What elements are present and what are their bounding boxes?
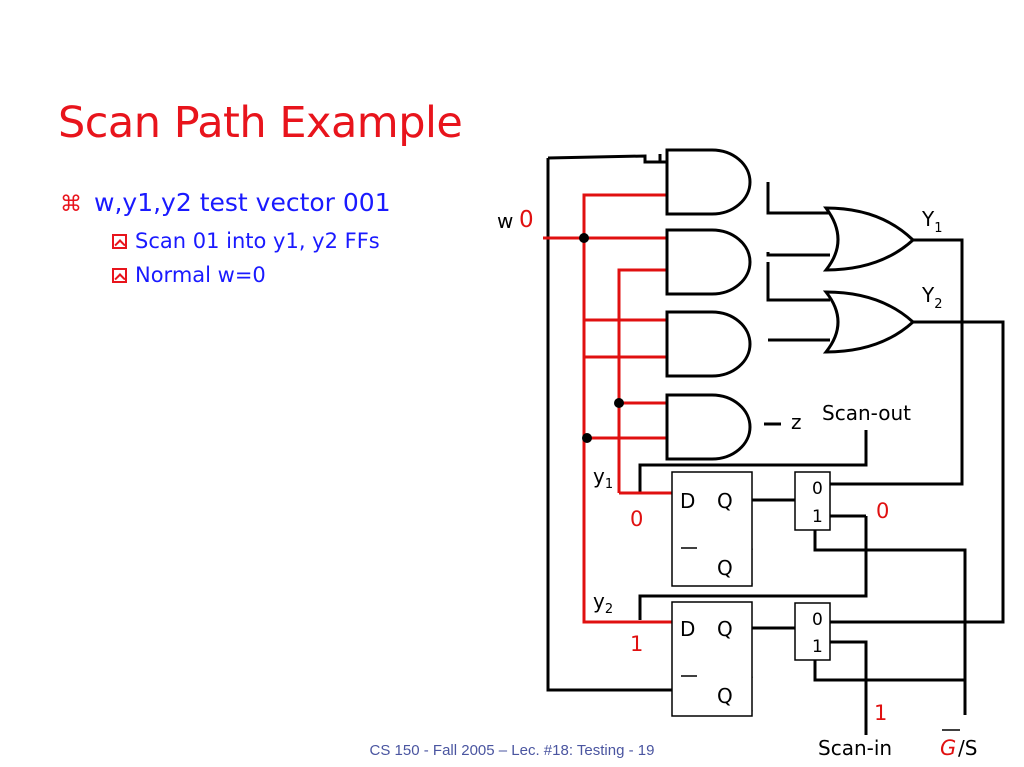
mux1-in0-label: 0: [812, 479, 823, 499]
junction-dot: [579, 233, 589, 243]
ff1-q-label: Q: [717, 489, 733, 513]
checkbox-bullet-icon: [112, 268, 127, 283]
slide-footer: CS 150 - Fall 2005 – Lec. #18: Testing -…: [369, 742, 655, 759]
junction-dot: [614, 398, 624, 408]
control-g-label: G: [940, 736, 956, 760]
black-wires: [546, 154, 1005, 735]
input-w-value: 0: [519, 207, 534, 233]
ff1-d-label: D: [680, 489, 695, 513]
ff2-q-label: Q: [717, 617, 733, 641]
flip-flop-y1: [671, 471, 753, 587]
input-w-label: w: [497, 209, 513, 233]
control-s-label: /S: [958, 736, 977, 760]
ff2-value: 1: [630, 632, 643, 656]
sub-bullet-normal-text: Normal w=0: [135, 263, 266, 287]
sub-bullet-scan: Scan 01 into y1, y2 FFs: [112, 229, 380, 253]
red-wires: [543, 193, 672, 624]
ff1-value: 0: [630, 507, 643, 531]
mux1-in1-label: 1: [812, 507, 823, 527]
ff1-input-label: y1: [593, 464, 613, 492]
output-z-label: z: [791, 410, 802, 434]
output-Y2-label: Y2: [921, 283, 943, 312]
bullet-main-text: w,y1,y2 test vector 001: [94, 188, 391, 217]
ff2-input-label: y2: [593, 589, 613, 617]
ff2-qbar-label: Q: [717, 684, 733, 708]
mux2-in0-label: 0: [812, 610, 823, 630]
or-gate-2: [822, 290, 916, 354]
scan-in-label: Scan-in: [818, 736, 892, 760]
junction-dot: [582, 433, 592, 443]
flip-flop-y2: [671, 601, 753, 717]
mux2-in1-label: 1: [812, 637, 823, 657]
bullet-main: ⌘ w,y1,y2 test vector 001: [60, 188, 391, 217]
and-gate-4: [665, 393, 752, 461]
scan-out-label: Scan-out: [822, 401, 911, 425]
or-gate-1: [822, 206, 916, 272]
sub-bullet-normal: Normal w=0: [112, 263, 266, 287]
and-gate-2: [665, 228, 752, 296]
and-gate-3: [665, 310, 752, 378]
slide-title: Scan Path Example: [58, 98, 463, 148]
scan-in-value: 1: [874, 701, 887, 725]
and-gate-1: [665, 148, 752, 216]
sub-bullet-scan-text: Scan 01 into y1, y2 FFs: [135, 229, 380, 253]
ff2-d-label: D: [680, 617, 695, 641]
checkbox-bullet-icon: [112, 234, 127, 249]
mux1-output-value: 0: [876, 499, 889, 523]
mux-1: [794, 471, 831, 531]
output-Y1-label: Y1: [921, 207, 943, 236]
command-key-icon: ⌘: [60, 192, 82, 217]
ff1-qbar-label: Q: [717, 556, 733, 580]
mux-2: [794, 602, 831, 661]
